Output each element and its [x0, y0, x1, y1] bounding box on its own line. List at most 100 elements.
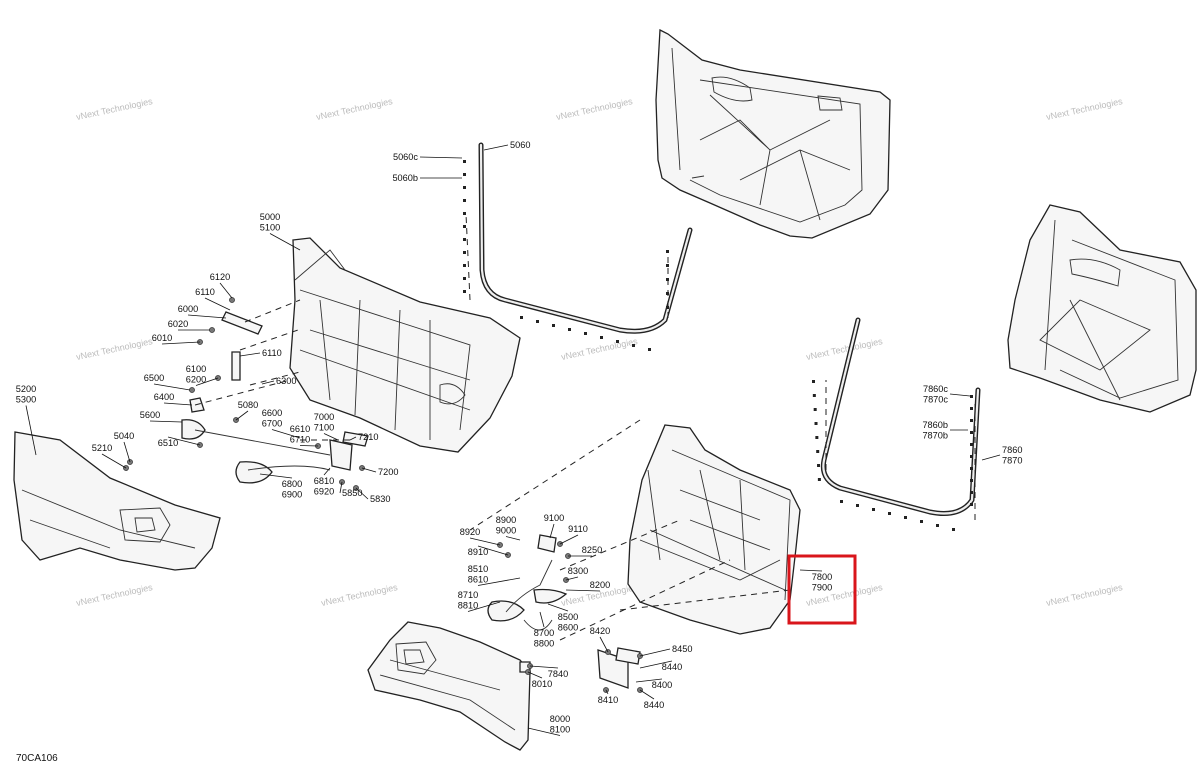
- leader-line: [547, 603, 569, 612]
- leader-line: [219, 282, 233, 299]
- seal-clip: [970, 491, 973, 494]
- seal-clip: [970, 467, 973, 470]
- seal-clip: [463, 251, 466, 254]
- watermark-text: vNext Technologies: [805, 336, 884, 362]
- callout-8920: 8920: [460, 527, 480, 537]
- callout-5080: 5080: [238, 400, 258, 410]
- leader-line: [271, 429, 301, 439]
- hardware-dash-lines: [194, 213, 976, 641]
- seal-clip: [856, 504, 859, 507]
- seal-clip: [463, 277, 466, 280]
- seal-clip: [816, 450, 820, 453]
- leader-line: [123, 441, 131, 463]
- seal-clip: [568, 328, 571, 331]
- latch-assembly-lower: [487, 534, 641, 689]
- door-seal-upper: [478, 142, 693, 334]
- leader-line: [361, 467, 377, 473]
- callout-8450: 8450: [672, 644, 692, 654]
- screw-icon: [209, 327, 215, 333]
- leader-line: [949, 393, 971, 397]
- seal-clip: [812, 394, 816, 397]
- highlight-box: [787, 554, 857, 625]
- callout-6500: 6500: [144, 373, 164, 383]
- seal-clip: [552, 324, 555, 327]
- leader-line: [195, 377, 219, 386]
- seal-clip: [872, 508, 875, 511]
- leader-line: [101, 453, 127, 469]
- seal-clip: [970, 503, 973, 506]
- callout-6110: 6110: [195, 287, 215, 297]
- seal-clip: [813, 408, 817, 411]
- seal-clip: [463, 264, 466, 267]
- leader-line: [339, 481, 343, 494]
- callout-6020: 6020: [168, 319, 188, 329]
- callout-8910: 8910: [468, 547, 488, 557]
- callout-8440: 8440: [644, 700, 664, 710]
- seal-clip: [616, 340, 619, 343]
- leader-line: [269, 233, 301, 251]
- seal-clip: [648, 348, 651, 351]
- leader-line: [639, 689, 655, 700]
- callout-7210: 7210: [358, 432, 378, 442]
- seal-clip: [888, 512, 891, 515]
- callout-8010: 8010: [532, 679, 552, 689]
- leader-line: [599, 636, 609, 653]
- seal-clip: [632, 344, 635, 347]
- seal-clip: [520, 316, 523, 319]
- screw-icon: [189, 387, 195, 393]
- latch-assembly-upper-left: [181, 311, 369, 484]
- leader-line: [639, 660, 673, 669]
- leader-line: [605, 689, 609, 695]
- leader-line: [477, 577, 521, 586]
- leader-line: [467, 601, 501, 612]
- seal-clip: [584, 332, 587, 335]
- leader-line: [235, 410, 249, 421]
- callout-6010: 6010: [152, 333, 172, 343]
- door-frame-upper-left: [289, 237, 521, 453]
- outer-panel-lower-middle: [367, 621, 531, 751]
- leader-line: [323, 433, 339, 441]
- leader-line: [187, 314, 227, 319]
- seal-clip: [600, 336, 603, 339]
- watermark-text: vNext Technologies: [75, 582, 154, 608]
- seal-clip: [970, 395, 973, 398]
- seal-clip: [970, 443, 973, 446]
- seal-clip: [463, 186, 466, 189]
- callout-8410: 8410: [598, 695, 618, 705]
- door-frame-upper-right: [655, 28, 891, 239]
- callout-9100: 9100: [544, 513, 564, 523]
- outer-panel-left: [13, 431, 221, 571]
- leader-line: [527, 727, 561, 736]
- leader-line: [299, 445, 319, 447]
- callout-6120: 6120: [210, 272, 230, 282]
- seal-clip: [970, 419, 973, 422]
- leader-line: [161, 341, 201, 345]
- leader-line: [349, 436, 357, 441]
- leader-line: [469, 537, 501, 546]
- leader-line: [239, 352, 261, 357]
- watermark-text: vNext Technologies: [75, 96, 154, 122]
- seal-clip: [666, 264, 669, 267]
- callout-8440: 8440: [662, 662, 682, 672]
- leader-line: [529, 665, 559, 669]
- leader-line: [261, 380, 275, 385]
- seal-clip: [463, 173, 466, 176]
- callout-7200: 7200: [378, 467, 398, 477]
